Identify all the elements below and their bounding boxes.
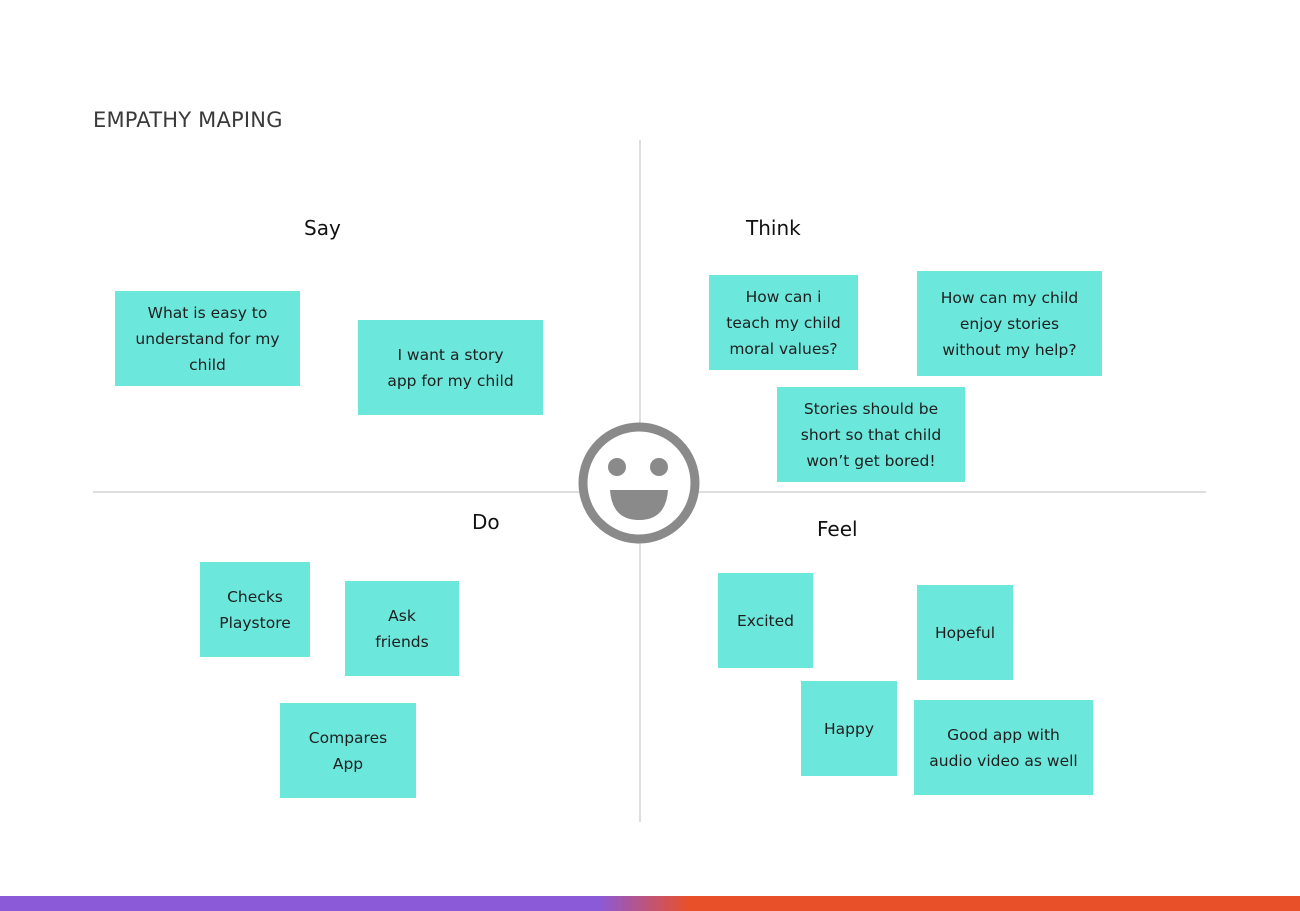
- sticky-note-feel-1: Excited: [718, 573, 813, 668]
- sticky-note-feel-4: Good app with audio video as well: [914, 700, 1093, 795]
- sticky-note-feel-2: Hopeful: [917, 585, 1013, 680]
- sticky-note-do-3: Compares App: [280, 703, 416, 798]
- sticky-note-think-1: How can i teach my child moral values?: [709, 275, 858, 370]
- sticky-note-say-1: What is easy to understand for my child: [115, 291, 300, 386]
- sticky-note-think-3: Stories should be short so that child wo…: [777, 387, 965, 482]
- sticky-note-do-1: Checks Playstore: [200, 562, 310, 657]
- sticky-note-say-2: I want a story app for my child: [358, 320, 543, 415]
- quadrant-label-do: Do: [472, 510, 500, 534]
- quadrant-label-feel: Feel: [817, 517, 858, 541]
- page-title: EMPATHY MAPING: [93, 108, 283, 132]
- sticky-note-feel-3: Happy: [801, 681, 897, 776]
- sticky-note-do-2: Ask friends: [345, 581, 459, 676]
- quadrant-label-think: Think: [746, 216, 801, 240]
- quadrant-label-say: Say: [304, 216, 341, 240]
- sticky-note-think-2: How can my child enjoy stories without m…: [917, 271, 1102, 376]
- bottom-gradient-bar: [0, 896, 1300, 911]
- smiley-face-icon: [578, 422, 700, 544]
